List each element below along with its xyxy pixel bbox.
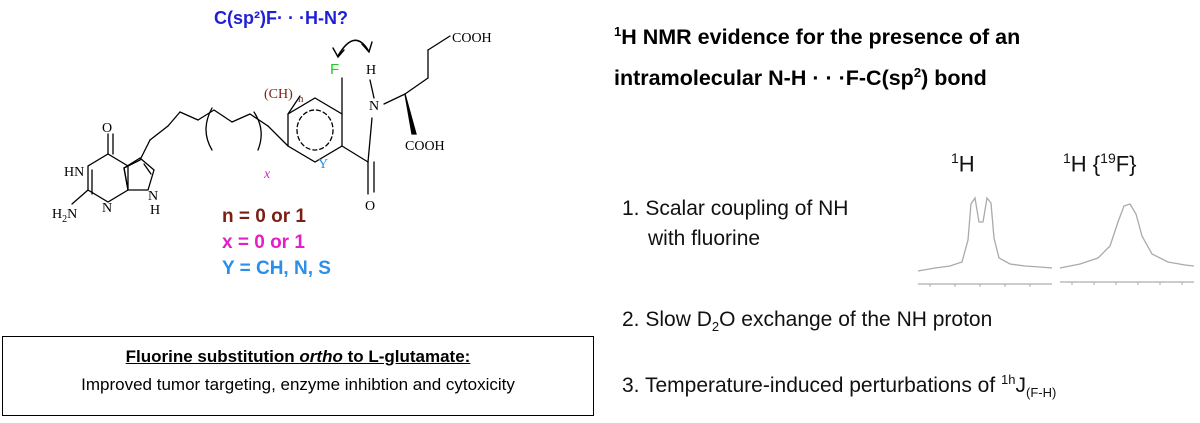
legend-n: n = 0 or 1 bbox=[222, 206, 306, 227]
legend-y: Y = CH, N, S bbox=[222, 258, 331, 279]
evidence-item-1: 1. Scalar coupling of NH with fluorine bbox=[622, 197, 849, 250]
h2n-label: H2N bbox=[52, 207, 77, 225]
pyrimidine-ring bbox=[87, 153, 129, 203]
y-atom: Y bbox=[318, 157, 328, 172]
pyrrole-h-atom: H bbox=[150, 203, 160, 218]
evidence-item-3: 3. Temperature-induced perturbations of … bbox=[622, 372, 1057, 401]
fluorine-atom: F bbox=[330, 61, 339, 78]
cooh-top-label: COOH bbox=[452, 31, 492, 46]
spectrum-1hf-singlet bbox=[1059, 203, 1195, 269]
fluorine-note-box: Fluorine substitution ortho to L-glutama… bbox=[2, 336, 594, 416]
legend-x: x = 0 or 1 bbox=[222, 232, 305, 253]
evidence-item-2: 2. Slow D2O exchange of the NH proton bbox=[622, 308, 993, 335]
spectrum-1h-doublet bbox=[917, 196, 1053, 272]
nmr-evidence-heading: 1H NMR evidence for the presence of an i… bbox=[614, 24, 1021, 91]
ring-n-atom: N bbox=[102, 201, 112, 216]
carbonyl-o-atom: O bbox=[102, 121, 112, 136]
ch-n-label: (CH) bbox=[264, 87, 293, 102]
aromatic-ring bbox=[287, 97, 343, 163]
note-title: Fluorine substitution ortho to L-glutama… bbox=[125, 347, 471, 366]
note-body: Improved tumor targeting, enzyme inhibti… bbox=[81, 375, 515, 394]
amide-n-atom: N bbox=[369, 99, 379, 114]
amide-o-atom: O bbox=[365, 199, 375, 214]
x-subscript: x bbox=[263, 167, 271, 182]
cooh-bottom-label: COOH bbox=[405, 139, 445, 154]
nmr-spectra bbox=[917, 196, 1195, 287]
amide-h-atom: H bbox=[366, 63, 376, 78]
ch-n-subscript: n bbox=[298, 93, 304, 105]
hn-label: HN bbox=[64, 165, 84, 180]
spectrum-1h-label: 1H bbox=[951, 150, 975, 177]
hbond-arrow bbox=[337, 39, 369, 57]
aromatic-dashed-circle bbox=[296, 109, 334, 151]
spectrum-1hf-label: 1H {19F} bbox=[1063, 150, 1137, 177]
pyrrole-n-atom: N bbox=[148, 189, 158, 204]
hbond-question-label: C(sp²)F· · ·H-N? bbox=[214, 8, 348, 28]
